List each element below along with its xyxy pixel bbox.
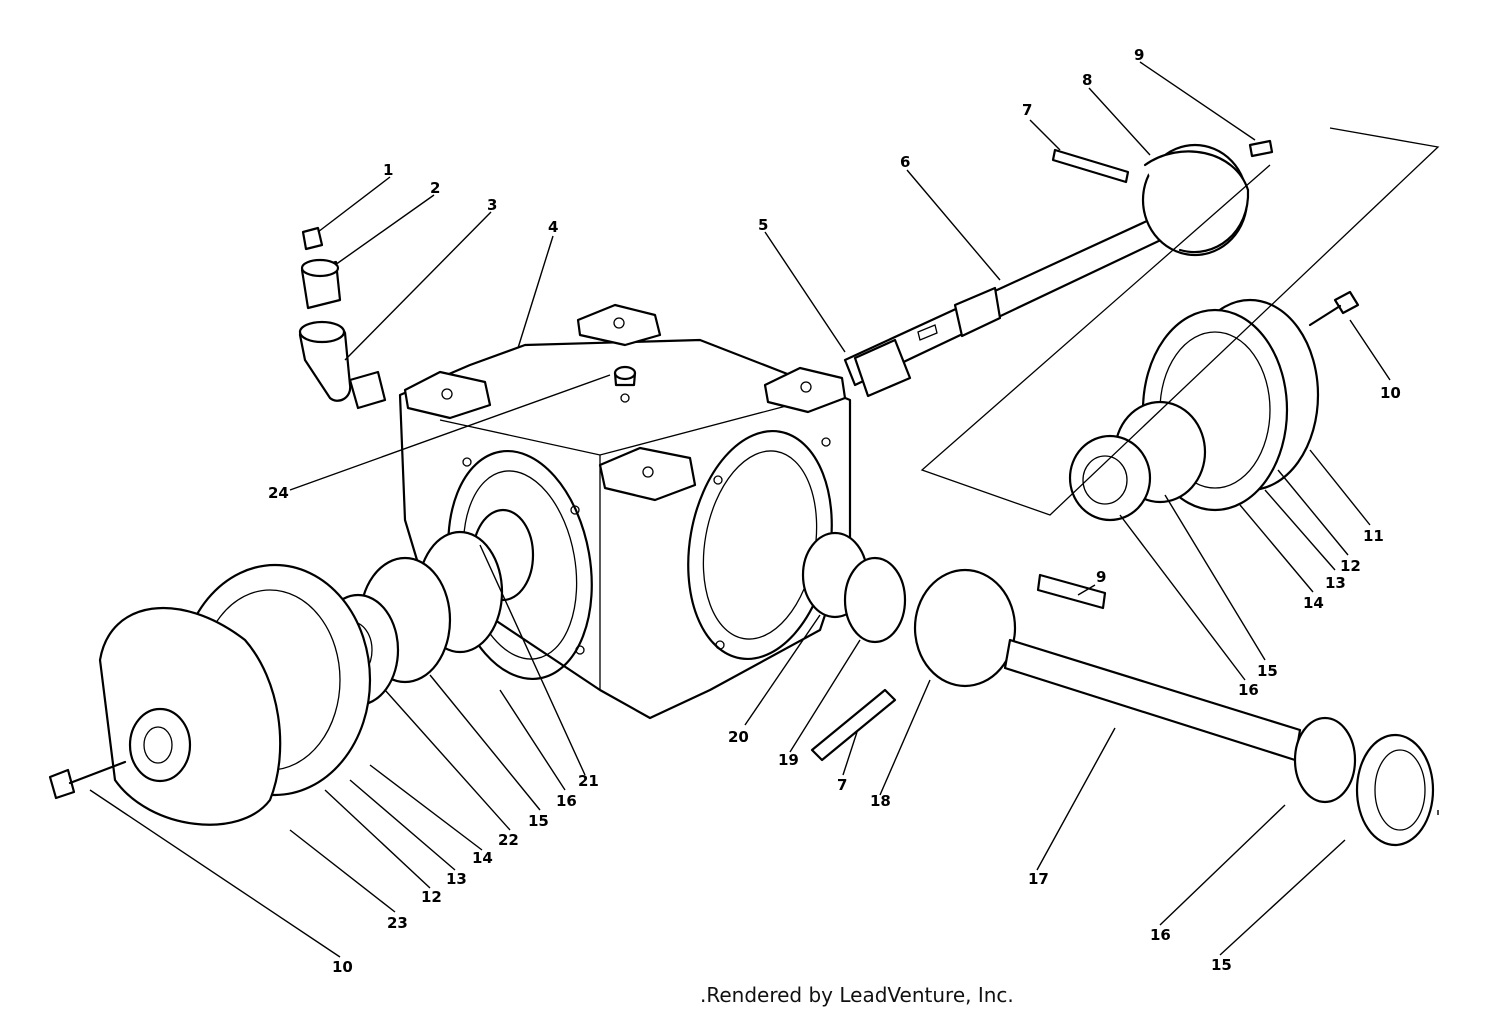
callout-17: 17 xyxy=(1028,870,1049,888)
coupling-upper xyxy=(1051,139,1274,257)
callout-6: 6 xyxy=(900,153,910,171)
callout-3: 3 xyxy=(487,196,497,214)
callout-22: 22 xyxy=(498,831,519,849)
callout-labels: 1 2 3 4 5 6 7 8 9 10 11 12 13 14 15 16 2… xyxy=(268,46,1401,976)
callout-9-upper: 9 xyxy=(1134,46,1144,64)
pipe-plug xyxy=(613,365,637,387)
callout-2: 2 xyxy=(430,179,440,197)
callout-7-lower: 7 xyxy=(837,776,847,794)
callout-8: 8 xyxy=(1082,71,1092,89)
callout-24: 24 xyxy=(268,484,289,502)
callout-10-lower: 10 xyxy=(332,958,353,976)
callout-14-upper: 14 xyxy=(1303,594,1324,612)
callout-16-upper: 16 xyxy=(1238,681,1259,699)
callout-10-upper: 10 xyxy=(1380,384,1401,402)
callout-20: 20 xyxy=(728,728,749,746)
bolt-lower xyxy=(48,760,127,800)
bearing-housing-upper xyxy=(1068,298,1320,522)
render-credit-footer: .Rendered by LeadVenture, Inc. xyxy=(700,983,1014,1007)
lower-shaft-assembly xyxy=(801,531,1435,847)
callout-7-upper: 7 xyxy=(1022,101,1032,119)
callout-15-lower: 15 xyxy=(1211,956,1232,974)
callout-5: 5 xyxy=(758,216,768,234)
callout-4: 4 xyxy=(548,218,558,236)
callout-16-mid: 16 xyxy=(556,792,577,810)
cover-plate-left xyxy=(98,563,372,826)
callout-12-upper: 12 xyxy=(1340,557,1361,575)
callout-23: 23 xyxy=(387,914,408,932)
callout-19: 19 xyxy=(778,751,799,769)
callout-16-lower: 16 xyxy=(1150,926,1171,944)
callout-15-upper: 15 xyxy=(1257,662,1278,680)
bolt-upper xyxy=(1308,290,1360,327)
callout-13-upper: 13 xyxy=(1325,574,1346,592)
callout-1: 1 xyxy=(383,161,393,179)
callout-15-mid: 15 xyxy=(528,812,549,830)
upper-shaft xyxy=(843,213,1167,398)
callout-18: 18 xyxy=(870,792,891,810)
callout-9-lower: 9 xyxy=(1096,568,1106,586)
grease-fitting-parts xyxy=(298,226,387,410)
callout-11: 11 xyxy=(1363,527,1384,545)
leader-lines xyxy=(89,61,1439,958)
callout-21: 21 xyxy=(578,772,599,790)
callout-13-lower: 13 xyxy=(446,870,467,888)
callout-14-lower: 14 xyxy=(472,849,493,867)
callout-12-lower: 12 xyxy=(421,888,442,906)
